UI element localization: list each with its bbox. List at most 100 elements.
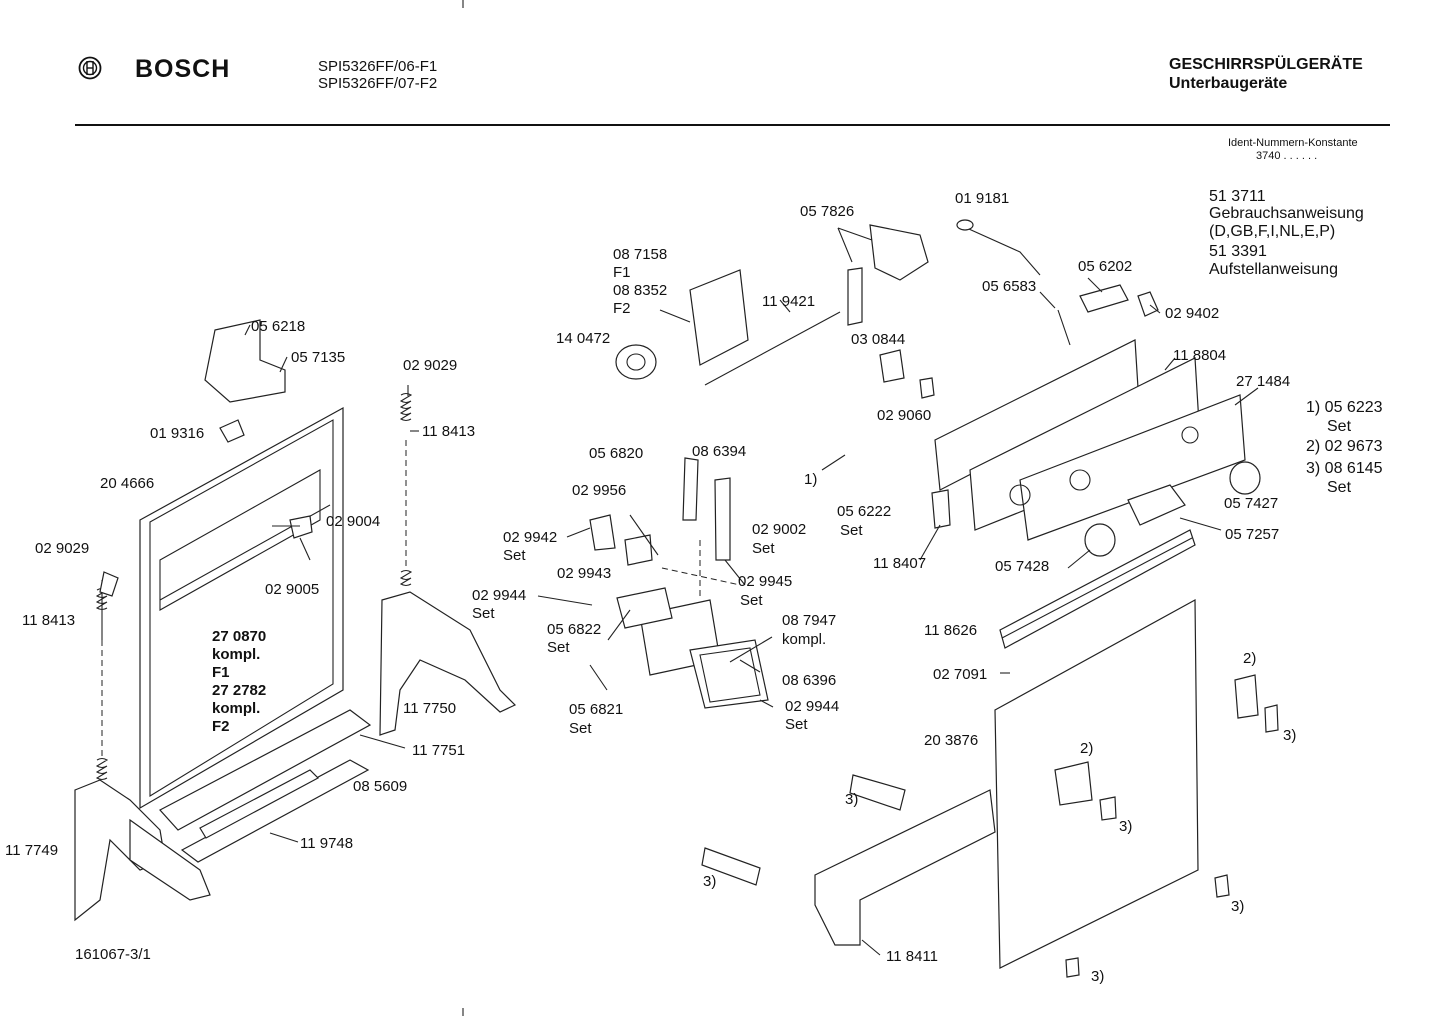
bosch-logo-icon	[78, 56, 102, 80]
footnote-3-set: Set	[1327, 479, 1352, 496]
part-label-057826: 05 7826	[800, 203, 855, 220]
part-label-019181: 01 9181	[955, 190, 1010, 207]
part-label-087158-f1: F1	[613, 264, 631, 281]
part-label-056222-set: Set	[840, 522, 863, 539]
part-label-086396: 08 6396	[782, 672, 837, 689]
part-label-087158: 08 7158	[613, 246, 668, 263]
part-label-029402: 02 9402	[1165, 305, 1220, 322]
footnote-2: 2) 02 9673	[1306, 438, 1383, 455]
part-label-029060: 02 9060	[877, 407, 932, 424]
part-label-footnote-3d: 3)	[703, 873, 717, 890]
part-label-056821: 05 6821	[569, 701, 624, 718]
part-label-057135: 05 7135	[291, 349, 346, 366]
part-label-029945-set: Set	[740, 592, 763, 609]
part-label-footnote-2a: 2)	[1243, 650, 1257, 667]
part-label-footnote-3a: 3)	[1283, 727, 1297, 744]
part-label-f2: F2	[212, 718, 230, 735]
part-label-029004: 02 9004	[326, 513, 381, 530]
part-label-029945: 02 9945	[738, 573, 793, 590]
part-label-footnote-3b: 3)	[845, 791, 859, 808]
part-label-056218: 05 6218	[251, 318, 306, 335]
model-number-1: SPI5326FF/06-F1	[318, 58, 438, 75]
part-label-087947: 08 7947	[782, 612, 837, 629]
model-number-2: SPI5326FF/07-F2	[318, 75, 438, 92]
ident-label: Ident-Nummern-Konstante	[1228, 137, 1358, 149]
part-label-029944-a: 02 9944	[472, 587, 527, 604]
part-label-029002: 02 9002	[752, 521, 807, 538]
part-label-footnote-3c: 3)	[1119, 818, 1133, 835]
category-title: GESCHIRRSPÜLGERÄTE	[1169, 56, 1363, 73]
part-label-019316: 01 9316	[150, 425, 205, 442]
part-label-203876: 20 3876	[924, 732, 979, 749]
part-label-kompl-1: kompl.	[212, 646, 261, 663]
part-label-272782: 27 2782	[212, 682, 267, 699]
part-label-029942-set: Set	[503, 547, 526, 564]
part-label-088352: 08 8352	[613, 282, 668, 299]
part-label-088352-f2: F2	[613, 300, 631, 317]
part-label-029029-top: 02 9029	[403, 357, 458, 374]
part-label-270870: 27 0870	[212, 628, 267, 645]
part-label-029943: 02 9943	[557, 565, 612, 582]
document-2-name: Aufstellanweisung	[1209, 261, 1338, 278]
header-divider	[75, 124, 1390, 126]
part-label-027091: 02 7091	[933, 666, 988, 683]
part-label-029002-set: Set	[752, 540, 775, 557]
part-label-057427: 05 7427	[1224, 495, 1279, 512]
document-2-number: 51 3391	[1209, 243, 1267, 260]
hinge-left	[74, 779, 211, 922]
part-label-footnote-1: 1)	[804, 471, 818, 488]
part-label-029944-a-set: Set	[472, 605, 495, 622]
part-label-029944-b: 02 9944	[785, 698, 840, 715]
part-label-271484: 27 1484	[1236, 373, 1291, 390]
part-label-footnote-3e: 3)	[1231, 898, 1245, 915]
part-label-117751: 11 7751	[412, 742, 466, 759]
subcategory-title: Unterbaugeräte	[1169, 75, 1288, 92]
part-label-118411: 11 8411	[886, 948, 938, 965]
drawing-number: 161067-3/1	[75, 946, 151, 963]
part-label-footnote-3f: 3)	[1091, 968, 1105, 985]
brand-name: BOSCH	[135, 55, 231, 83]
footnote-1: 1) 05 6223	[1306, 399, 1383, 416]
part-label-117749: 11 7749	[5, 842, 59, 859]
part-label-118626: 11 8626	[924, 622, 978, 639]
part-label-kompl-2: kompl.	[212, 700, 261, 717]
part-label-119421: 11 9421	[762, 293, 816, 310]
part-label-086394: 08 6394	[692, 443, 747, 460]
part-label-056583: 05 6583	[982, 278, 1037, 295]
document-1-languages: (D,GB,F,I,NL,E,P)	[1209, 223, 1336, 240]
part-label-029942: 02 9942	[503, 529, 558, 546]
part-label-056822: 05 6822	[547, 621, 602, 638]
part-label-029956: 02 9956	[572, 482, 627, 499]
part-label-118413-top: 11 8413	[422, 423, 476, 440]
footnote-1-set: Set	[1327, 418, 1352, 435]
part-label-056822-set: Set	[547, 639, 570, 656]
outer-door-panel	[994, 598, 1199, 969]
part-label-118407: 11 8407	[873, 555, 927, 572]
part-label-087947-kompl: kompl.	[782, 631, 827, 648]
part-label-f1: F1	[212, 664, 230, 681]
part-label-030844: 03 0844	[851, 331, 906, 348]
part-label-117750: 11 7750	[403, 700, 457, 717]
part-label-056202: 05 6202	[1078, 258, 1133, 275]
part-label-118413-left: 11 8413	[22, 612, 76, 629]
control-module	[589, 269, 769, 709]
control-panel	[931, 339, 1246, 541]
part-label-119748: 11 9748	[300, 835, 354, 852]
document-1-number: 51 3711	[1209, 188, 1266, 205]
part-label-footnote-2b: 2)	[1080, 740, 1094, 757]
part-label-057257: 05 7257	[1225, 526, 1280, 543]
ident-value: 3740 . . . . . .	[1256, 150, 1318, 162]
part-label-029944-b-set: Set	[785, 716, 808, 733]
part-label-085609: 08 5609	[353, 778, 408, 795]
footnote-3: 3) 08 6145	[1306, 460, 1383, 477]
part-label-204666: 20 4666	[100, 475, 155, 492]
part-label-056821-set: Set	[569, 720, 592, 737]
part-label-057428: 05 7428	[995, 558, 1050, 575]
part-label-118804: 11 8804	[1173, 347, 1227, 364]
part-label-056222: 05 6222	[837, 503, 892, 520]
part-label-056820: 05 6820	[589, 445, 644, 462]
document-1-name: Gebrauchsanweisung	[1209, 205, 1364, 222]
part-label-029029-left: 02 9029	[35, 540, 90, 557]
part-label-029005: 02 9005	[265, 581, 320, 598]
